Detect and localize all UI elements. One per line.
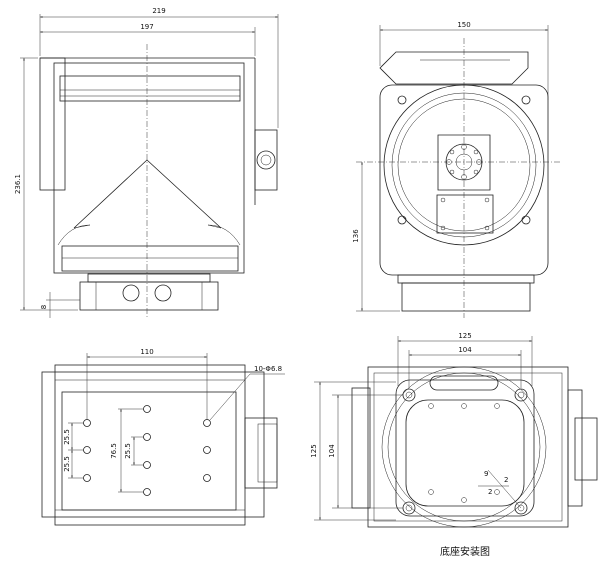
- front-view: 219 197 236.1 8: [14, 7, 279, 318]
- front-connector: [254, 129, 278, 191]
- bottom-dim-110: 110: [140, 348, 153, 356]
- bottom-dim-25-5-b: 25.5: [63, 456, 71, 472]
- bottom-dim-25-5-inner: 25.5: [124, 443, 132, 459]
- bottom-plate: [61, 391, 237, 511]
- base-install-caption: 底座安装图: [440, 545, 490, 558]
- base-flange: [395, 379, 535, 517]
- front-dim-236: 236.1: [14, 174, 22, 194]
- base-install-view: 125 104 125 104 2 2 9 底座安装图: [310, 332, 598, 558]
- base-dim-2-b: 2: [488, 488, 492, 496]
- side-dim-150: 150: [457, 21, 470, 29]
- bottom-dim-25-5-a: 25.5: [63, 429, 71, 445]
- side-base: [401, 282, 531, 312]
- side-view: 150 136: [352, 21, 560, 318]
- bottom-view: 110 76.5 25.5 25.5 25.5 10-Φ6.8: [41, 348, 285, 526]
- base-outline: [367, 366, 569, 528]
- front-housing: [53, 62, 245, 274]
- base-dim-125-top: 125: [458, 332, 471, 340]
- side-dim-136: 136: [352, 229, 360, 243]
- front-dim-8: 8: [40, 305, 48, 309]
- front-v-ridge: [73, 159, 222, 229]
- base-dim-125-left: 125: [310, 444, 318, 457]
- front-dim-219: 219: [152, 7, 165, 15]
- bottom-outline: [41, 371, 265, 518]
- base-dim-9: 9: [484, 470, 488, 478]
- side-window: [436, 194, 494, 234]
- front-left-flange: [39, 57, 66, 191]
- base-dim-104-top: 104: [458, 346, 472, 354]
- front-dim-197: 197: [140, 23, 153, 31]
- front-base: [79, 281, 219, 311]
- base-dim-104-left: 104: [328, 444, 336, 458]
- base-bolt-holes: [402, 388, 528, 515]
- bottom-dim-76-5: 76.5: [110, 443, 118, 459]
- base-inner-plate: [405, 399, 525, 507]
- bottom-hole-callout: 10-Φ6.8: [254, 365, 282, 373]
- bottom-mounting-holes: [83, 405, 211, 496]
- base-dim-2-a: 2: [504, 476, 508, 484]
- side-top-plate: [379, 51, 529, 85]
